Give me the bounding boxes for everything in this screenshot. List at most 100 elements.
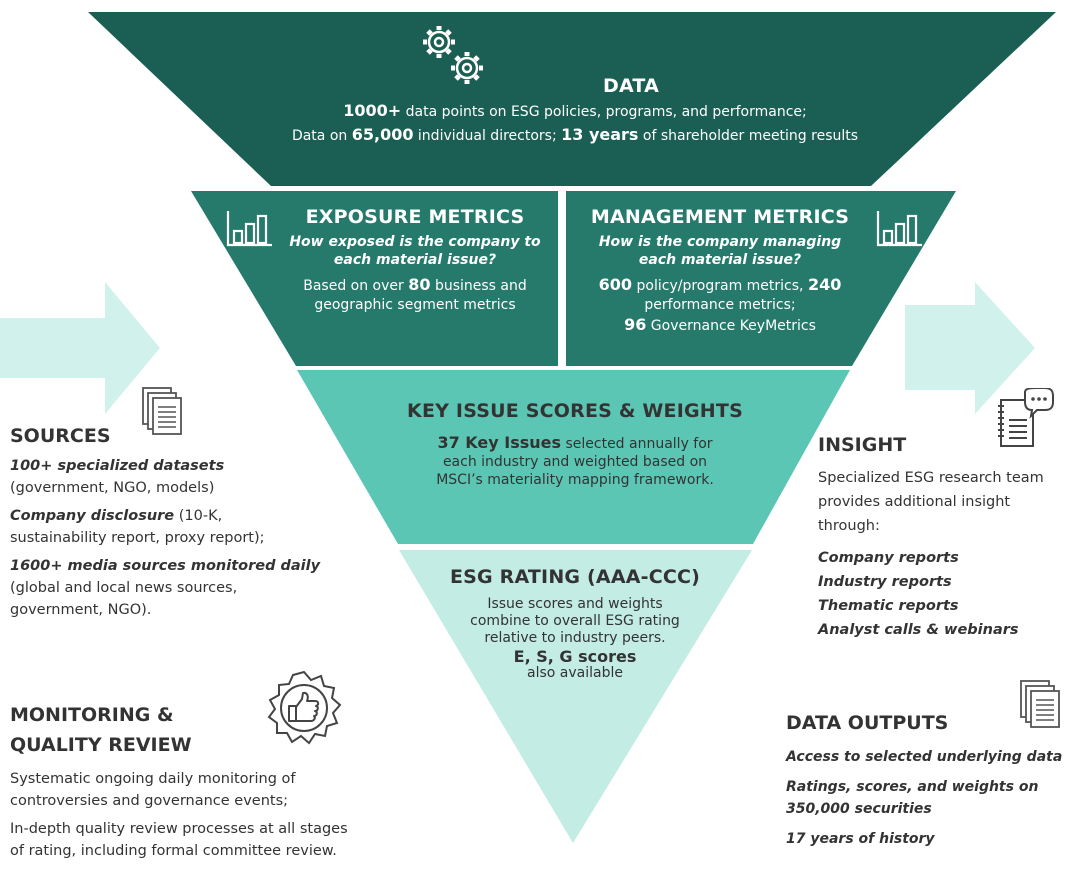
monitoring-para-2: In-depth quality review processes at all… (10, 818, 430, 862)
right-arrow (905, 282, 1035, 414)
management-band (566, 191, 956, 366)
monitoring-para-1-line-1: Systematic ongoing daily monitoring of (10, 771, 296, 787)
insight-title: INSIGHT (818, 434, 907, 456)
key-issue-count: 37 Key Issues (437, 433, 562, 452)
key-issue-title: KEY ISSUE SCORES & WEIGHTS (407, 400, 743, 422)
outputs-item-2: Ratings, scores, and weights on 350,000 … (786, 776, 1086, 820)
insight-list: Company reports Industry reports Themati… (818, 546, 1083, 642)
management-body-t1: policy/program metrics, (632, 278, 808, 294)
monitoring-title-1: MONITORING & (10, 704, 174, 726)
outputs-item-1: Access to selected underlying data (786, 749, 1063, 765)
management-title: MANAGEMENT METRICS (590, 206, 850, 228)
sources-item-3: 1600+ media sources monitored daily (glo… (10, 555, 370, 621)
left-arrow (0, 282, 160, 414)
rating-line-2: combine to overall ESG rating (470, 613, 680, 629)
sources-section: SOURCES 100+ specialized datasets (gover… (10, 423, 370, 621)
rating-line-3: relative to industry peers. (484, 630, 666, 646)
data-line-2-mid: individual directors; (413, 128, 562, 144)
insight-item: Industry reports (818, 574, 952, 590)
sources-item-1: 100+ specialized datasets (government, N… (10, 455, 370, 499)
data-title: DATA (603, 75, 659, 97)
years-count: 13 years (561, 125, 639, 144)
data-line-2-rest: of shareholder meeting results (638, 128, 859, 144)
management-question-1: How is the company managing (598, 234, 842, 250)
insight-line-1: Specialized ESG research team (818, 470, 1044, 486)
insight-item: Company reports (818, 550, 959, 566)
rating-band (399, 550, 752, 843)
rating-body: Issue scores and weights combine to over… (420, 596, 730, 682)
management-body-t3: Governance KeyMetrics (646, 318, 816, 334)
exposure-question: How exposed is the company to each mater… (270, 233, 560, 269)
management-question: How is the company managing each materia… (570, 233, 870, 269)
monitoring-section: MONITORING & QUALITY REVIEW Systematic o… (10, 702, 430, 862)
rating-line-5: also available (527, 665, 623, 681)
insight-section: INSIGHT Specialized ESG research team pr… (818, 432, 1083, 642)
exposure-title: EXPOSURE METRICS (305, 206, 525, 228)
management-body: 600 policy/program metrics, 240 performa… (570, 275, 870, 336)
monitoring-para-1: Systematic ongoing daily monitoring of c… (10, 768, 430, 812)
management-section: MANAGEMENT METRICS How is the company ma… (570, 206, 870, 336)
rating-title: ESG RATING (AAA-CCC) (449, 566, 701, 588)
monitoring-title: MONITORING & QUALITY REVIEW (10, 702, 430, 758)
data-line-2-pre: Data on (291, 128, 352, 144)
management-question-2: each material issue? (638, 252, 802, 268)
documents-icon (140, 385, 186, 437)
sources-item-1-em: 100+ specialized datasets (10, 458, 225, 474)
rating-section: ESG RATING (AAA-CCC) Issue scores and we… (420, 566, 730, 682)
key-issue-body: 37 Key Issues selected annually for each… (380, 434, 770, 489)
sources-item-2-rest-2: sustainability report, proxy report); (10, 530, 265, 546)
sources-item-2-em: Company disclosure (10, 508, 175, 524)
exposure-metric-count: 80 (408, 275, 431, 294)
data-line-1: 1000+ data points on ESG policies, progr… (180, 101, 970, 122)
sources-item-1-rest: (government, NGO, models) (10, 480, 215, 496)
sources-title: SOURCES (10, 425, 111, 447)
management-body-line-3: 96 Governance KeyMetrics (570, 315, 870, 336)
key-issue-line-3: MSCI’s materiality mapping framework. (436, 472, 714, 488)
data-points-count: 1000+ (343, 101, 402, 120)
report-speech-icon (995, 387, 1055, 450)
gears-icon (415, 20, 495, 92)
esg-scores-label: E, S, G scores (513, 647, 637, 666)
documents-icon (1018, 678, 1064, 730)
key-issue-line-1: selected annually for (561, 436, 713, 452)
outputs-item-2-line-2: 350,000 securities (786, 801, 932, 817)
exposure-question-1: How exposed is the company to (289, 234, 541, 250)
sources-item-2: Company disclosure (10-K, sustainability… (10, 505, 370, 549)
key-issue-band (297, 370, 850, 544)
policy-metric-count: 600 (598, 275, 633, 294)
thumbs-up-badge-icon (266, 670, 342, 746)
outputs-item-3: 17 years of history (786, 831, 935, 847)
management-body-line-2: performance metrics; (644, 297, 796, 313)
key-issue-line-2: each industry and weighted based on (442, 454, 708, 470)
insight-item: Analyst calls & webinars (818, 622, 1019, 638)
exposure-body-pre: Based on over (303, 278, 409, 294)
exposure-body: Based on over 80 business and geographic… (270, 275, 560, 315)
key-issue-section: KEY ISSUE SCORES & WEIGHTS 37 Key Issues… (380, 400, 770, 489)
data-line-2: Data on 65,000 individual directors; 13 … (180, 125, 970, 146)
sources-item-3-rest-2: government, NGO). (10, 602, 152, 618)
rating-line-1: Issue scores and weights (487, 596, 663, 612)
monitoring-para-2-line-1: In-depth quality review processes at all… (10, 821, 348, 837)
bar-chart-icon (876, 209, 924, 247)
exposure-body-post: business and (430, 278, 527, 294)
exposure-band (191, 191, 558, 366)
data-outputs-title: DATA OUTPUTS (786, 712, 949, 734)
exposure-question-2: each material issue? (333, 252, 497, 268)
bar-chart-icon (226, 209, 274, 247)
monitoring-para-1-line-2: controversies and governance events; (10, 793, 289, 809)
data-section: DATA 1000+ data points on ESG policies, … (180, 75, 970, 146)
insight-line-2: provides additional insight (818, 494, 1011, 510)
governance-metric-count: 96 (624, 315, 647, 334)
sources-item-3-em: 1600+ media sources monitored daily (10, 558, 321, 574)
performance-metric-count: 240 (807, 275, 842, 294)
outputs-item-2-line-1: Ratings, scores, and weights on (786, 779, 1039, 795)
insight-description: Specialized ESG research team provides a… (818, 466, 1083, 538)
exposure-section: EXPOSURE METRICS How exposed is the comp… (270, 206, 560, 315)
sources-item-3-rest-1: (global and local news sources, (10, 580, 238, 596)
insight-line-3: through: (818, 518, 880, 534)
sources-item-2-rest-1: (10-K, (174, 508, 223, 524)
monitoring-title-2: QUALITY REVIEW (10, 734, 192, 756)
exposure-body-line-2: geographic segment metrics (314, 297, 516, 313)
insight-item: Thematic reports (818, 598, 959, 614)
